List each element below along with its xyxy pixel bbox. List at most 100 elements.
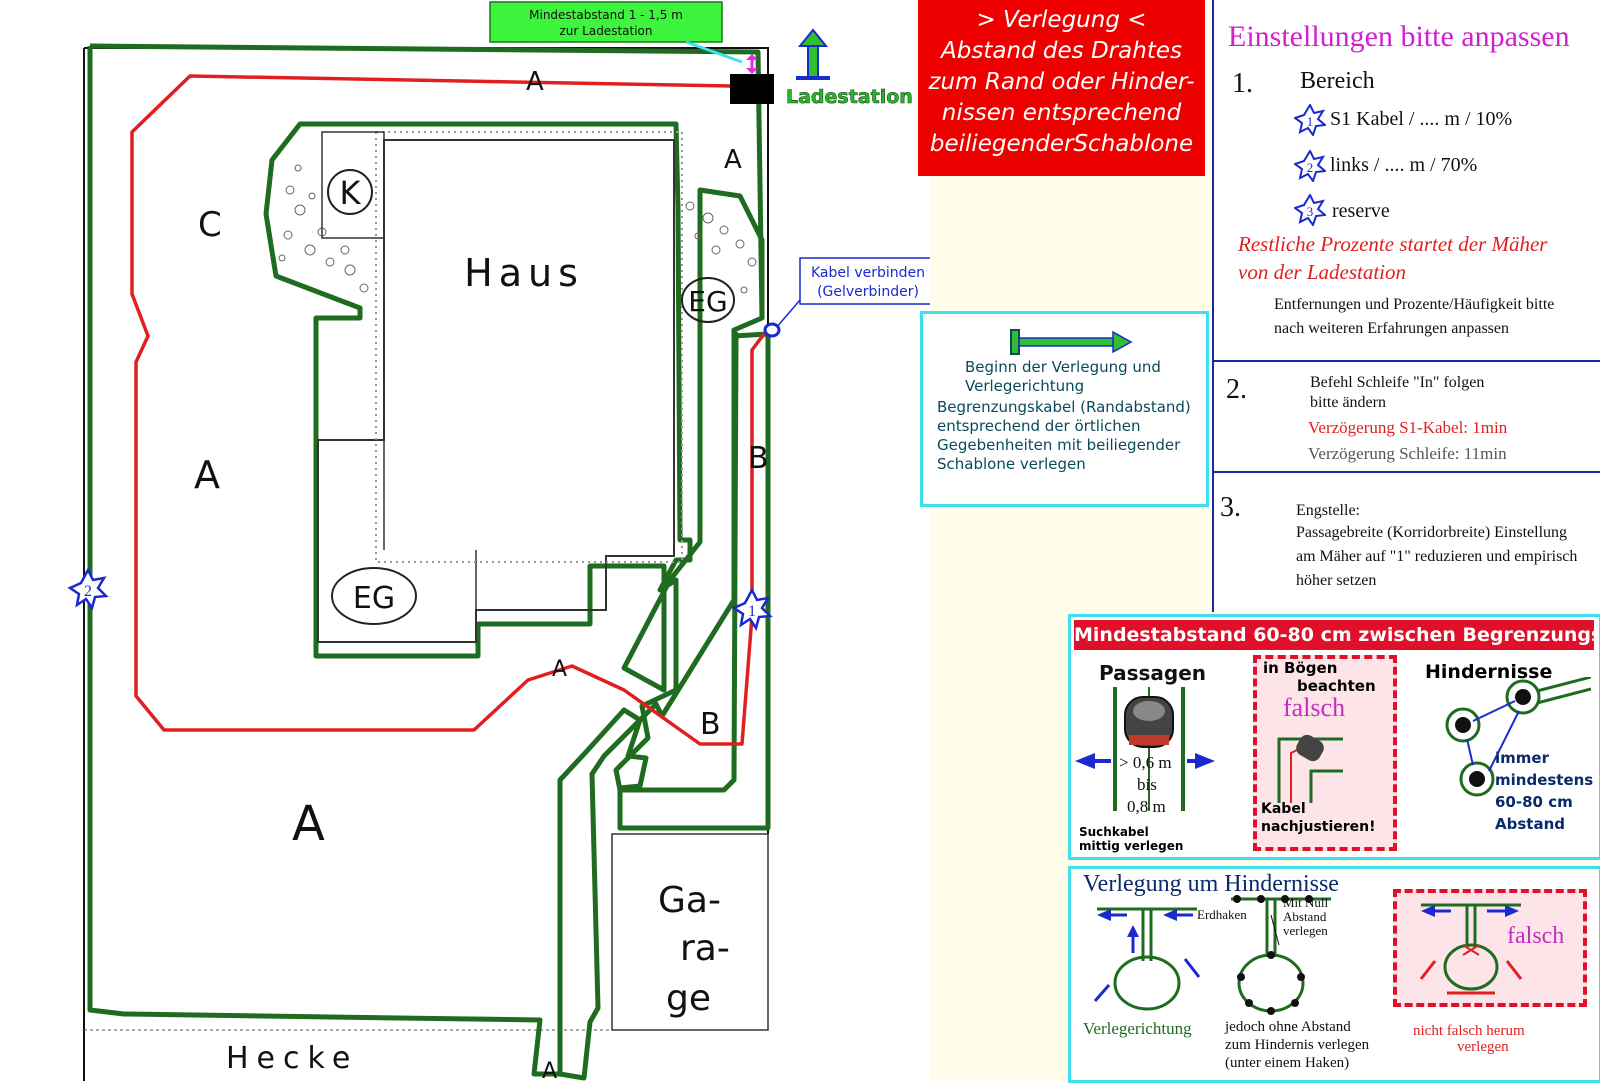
garden-plan: K EG EG Mindestabstand 1 - 1,5 m zur Lad… [67, 1, 930, 1081]
area-label-a-middle: A [552, 657, 567, 682]
passagen-heading: Passagen [1099, 661, 1207, 685]
svg-text:1: 1 [748, 603, 756, 620]
jedoch-line-2: zum Hindernis verlegen [1225, 1037, 1370, 1053]
hindernisse-panel: Verlegung um Hindernisse Verlegerichtung… [1068, 866, 1600, 1083]
verlegung-line-3: zum Rand oder Hinder- [928, 69, 1195, 95]
section-1-hint-2: nach weiteren Erfahrungen anpassen [1274, 320, 1509, 337]
beginn-body-4: Schablone verlegen [937, 455, 1086, 473]
boegen-line-2: beachten [1297, 677, 1376, 695]
svg-text:2: 2 [84, 583, 92, 600]
section-3-line-4: höher setzen [1296, 572, 1377, 589]
k-label: K [340, 174, 362, 212]
marker-2: 2 [67, 567, 109, 611]
beginn-line-2: Verlegerichtung [965, 377, 1085, 395]
k-box [321, 131, 385, 239]
hecke-label: Hecke [226, 1041, 358, 1076]
haus-label: Haus [464, 251, 584, 295]
passage-dist-1: > 0,6 m [1119, 753, 1172, 772]
area-label-a-hedge: A [542, 1059, 557, 1081]
boegen-frame [1253, 655, 1397, 851]
min-distance-note-line1: Mindestabstand 1 - 1,5 m [529, 8, 683, 22]
svg-text:3: 3 [1307, 204, 1314, 219]
abstand-title: Mindestabstand 60-80 cm zwischen Begrenz… [1074, 620, 1594, 650]
passage-dist-2: bis [1137, 775, 1157, 794]
nicht-line-2: verlegen [1457, 1039, 1509, 1055]
kabel-nach-line-2: nachjustieren! [1261, 819, 1376, 835]
mitnull-line-2: Abstand [1283, 909, 1327, 924]
eg-label-top: EG [688, 285, 727, 318]
divider-2 [1214, 471, 1600, 473]
nicht-line-1: nicht falsch herum [1413, 1023, 1525, 1039]
verlegerichtung-label: Verlegerichtung [1083, 1019, 1192, 1038]
section-1-number: 1. [1232, 68, 1253, 99]
beginn-body-1: Begrenzungskabel (Randabstand) [937, 398, 1191, 416]
section-3-number: 3. [1220, 492, 1241, 523]
area-label-a-right: A [724, 145, 742, 175]
passage-dist-3: 0,8 m [1127, 797, 1166, 816]
note-pointer [685, 40, 743, 64]
section-1-note-1: Restliche Prozente startet der Mäher [1238, 232, 1548, 256]
gravel-right [685, 201, 757, 294]
marker-3-icon: 3 [1294, 194, 1326, 226]
section-2-number: 2. [1226, 374, 1247, 405]
beginn-body-3: Gegebenheiten mit beiliegender [937, 436, 1181, 454]
verlegung-line-1: > Verlegung < [976, 7, 1147, 33]
section-1-item-3: reserve [1332, 200, 1390, 222]
beginn-body-2: entsprechend der örtlichen [937, 417, 1141, 435]
section-2-gray: Verzögerung Schleife: 11min [1308, 444, 1507, 463]
verlegung-line-5: beiliegenderSchablone [929, 131, 1194, 157]
immer-line-1: immer [1495, 749, 1549, 767]
ladestation-label: Ladestation [786, 86, 913, 108]
immer-line-3: 60-80 cm [1495, 793, 1573, 811]
min-distance-arrowhead-up [746, 54, 758, 60]
min-distance-arrowhead-down [746, 68, 758, 74]
beginn-arrow-icon [1010, 329, 1133, 355]
kabel-verbinden-pointer [775, 299, 801, 329]
kabel-nach-line-1: Kabel [1261, 801, 1306, 817]
divider-1 [1214, 360, 1600, 362]
marker-1: 1 [731, 587, 773, 631]
mitnull-line-3: verlegen [1283, 923, 1328, 938]
eg-label-bottom: EG [353, 581, 395, 616]
boegen-line-1: in Bögen [1263, 659, 1338, 677]
guide-wire [130, 74, 772, 746]
garage-label-1: Ga- [658, 880, 721, 921]
section-2-line-1: Befehl Schleife "In" folgen [1310, 374, 1485, 391]
abstand-panel: Mindestabstand 60-80 cm zwischen Begrenz… [1068, 614, 1600, 860]
section-3-line-1: Engstelle: [1296, 502, 1360, 519]
ladestation-arrow-head [797, 28, 829, 47]
garage-outline [611, 833, 769, 1031]
wrong-loop-falsch: falsch [1507, 923, 1565, 949]
house-dotted-border [375, 131, 683, 563]
marker-2-icon: 2 [1294, 150, 1326, 182]
section-3-line-2: Passagebreite (Korridorbreite) Einstellu… [1296, 524, 1568, 541]
wrong-loop-frame [1393, 889, 1587, 1007]
boegen-falsch: falsch [1283, 693, 1346, 722]
passage-illustration [1075, 687, 1215, 811]
settings-title: Einstellungen bitte anpassen [1228, 20, 1570, 53]
kabel-verbinden-line1: Kabel verbinden [811, 265, 925, 281]
hinder-title: Verlegung um Hindernisse [1083, 871, 1339, 897]
charging-station [730, 74, 774, 104]
suchkabel-line-1: Suchkabel [1079, 825, 1149, 839]
wrong-loop-illustration [1419, 903, 1523, 995]
gel-connector [763, 322, 781, 338]
marker-1-icon: 1 [1294, 104, 1326, 136]
eg-circle-top [681, 277, 735, 323]
boegen-illustration [1277, 734, 1343, 803]
section-1-hint-1: Entfernungen und Prozente/Häufigkeit bit… [1274, 296, 1555, 313]
jedoch-line-3: (unter einem Haken) [1225, 1055, 1350, 1071]
area-label-b-bottom: B [700, 707, 721, 742]
verlegung-box: > Verlegung < Abstand des Drahtes zum Ra… [918, 0, 1205, 176]
hook-loop-illustration [1231, 895, 1331, 1015]
beginn-box: Beginn der Verlegung und Verlegerichtung… [920, 311, 1209, 507]
suchkabel-line-2: mittig verlegen [1079, 839, 1184, 853]
hindernisse-heading: Hindernisse [1425, 661, 1553, 683]
min-distance-note-line2: zur Ladestation [560, 24, 653, 38]
svg-text:2: 2 [1307, 160, 1314, 175]
area-label-b-right: B [748, 441, 769, 476]
garage-label-2: ra- [680, 928, 730, 969]
verlegung-line-4: nissen entsprechend [941, 100, 1182, 126]
property-outline [84, 47, 769, 834]
section-2-line-2: bitte ändern [1310, 394, 1386, 411]
